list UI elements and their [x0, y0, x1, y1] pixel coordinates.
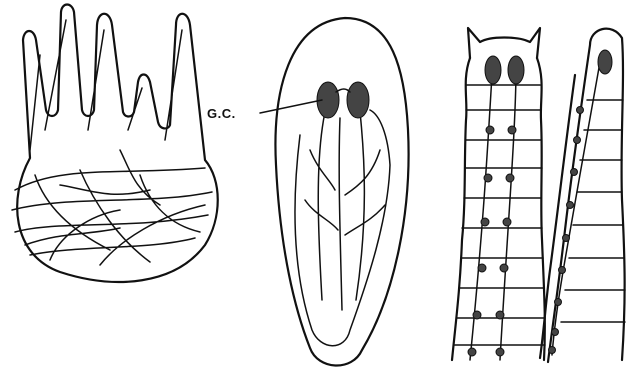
segmented-lateral-segment-lines — [561, 100, 625, 322]
segmented-lateral-ganglion — [598, 50, 612, 74]
specimen-segmented-dorsal — [452, 28, 545, 360]
segmented-lateral-nerve-cord — [552, 62, 600, 355]
specimen-segmented-lateral — [540, 29, 625, 362]
segmented-dorsal-segmental-ganglia — [468, 126, 516, 356]
nerve-net-tentacle-inner — [30, 20, 182, 150]
nerve-net-fibers — [12, 150, 212, 265]
flatworm-nerve-cords — [305, 112, 385, 310]
segmented-dorsal-head — [468, 28, 540, 58]
segmented-dorsal-ganglion-right — [508, 56, 524, 84]
specimen-flatworm: G.C. — [207, 18, 409, 366]
specimen-nerve-net — [12, 5, 218, 282]
flatworm-ganglion-right — [347, 82, 369, 118]
gc-leader-line — [260, 100, 322, 113]
segmented-dorsal-ganglion-left — [485, 56, 501, 84]
segmented-dorsal-segment-lines — [455, 85, 545, 345]
segmented-lateral-body — [540, 29, 625, 362]
gc-label: G.C. — [207, 106, 236, 121]
